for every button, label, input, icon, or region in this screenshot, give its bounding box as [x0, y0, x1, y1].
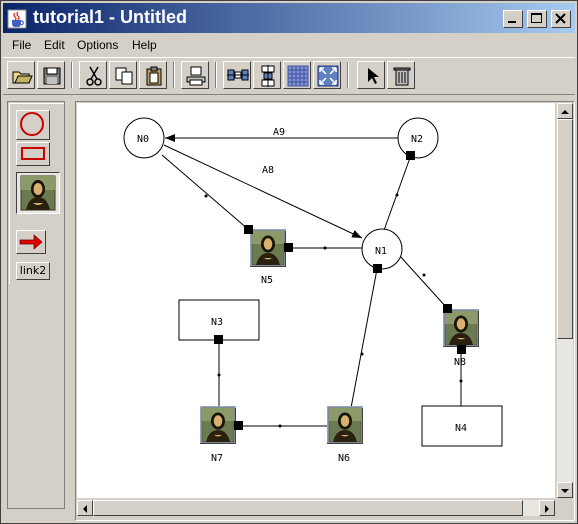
link-tool[interactable]: [16, 230, 46, 254]
fit-button[interactable]: [313, 61, 341, 89]
menu-bar: File Edit Options Help: [3, 35, 575, 55]
align-vertical-icon: [261, 65, 275, 87]
edge-n0-n1[interactable]: [163, 144, 363, 239]
graph-svg: A9 A8 N0 N2 N1: [123, 117, 503, 464]
edge-n0-n5[interactable]: [161, 154, 250, 231]
toolbar: [3, 57, 575, 95]
print-button[interactable]: [181, 61, 209, 89]
toolbar-separator: [347, 62, 349, 88]
arrow-up-icon: [561, 110, 569, 114]
vertical-scrollbar[interactable]: [557, 103, 573, 498]
toolbar-separator: [71, 62, 73, 88]
scroll-corner: [557, 500, 573, 516]
circle-icon: [20, 112, 44, 136]
node-label-n1: N1: [375, 246, 387, 257]
node-label-n8: N8: [454, 357, 466, 368]
menu-options[interactable]: Options: [77, 38, 119, 52]
copy-button[interactable]: [109, 61, 137, 89]
print-icon: [186, 66, 206, 86]
delete-button[interactable]: [387, 61, 415, 89]
copy-icon: [115, 67, 133, 85]
toolbar-separator: [215, 62, 217, 88]
edge-label-a9: A9: [273, 127, 285, 138]
cut-button[interactable]: [79, 61, 107, 89]
palette-panel: link2: [9, 103, 64, 284]
scroll-up-button[interactable]: [557, 103, 573, 119]
edge-n1-n8[interactable]: [398, 254, 448, 309]
vertical-scroll-thumb[interactable]: [557, 119, 573, 339]
node-label-n6: N6: [338, 453, 350, 464]
circle-node-tool[interactable]: [16, 110, 50, 140]
scroll-down-button[interactable]: [557, 482, 573, 498]
node-n4[interactable]: N4: [421, 405, 503, 447]
node-n0[interactable]: N0: [123, 117, 165, 159]
link2-label[interactable]: link2: [16, 262, 50, 280]
red-arrow-icon: [19, 234, 43, 250]
align-vertical-button[interactable]: [253, 61, 281, 89]
edge-n1-n6[interactable]: [350, 268, 378, 409]
open-icon: [12, 71, 33, 84]
node-label-n0: N0: [137, 134, 149, 145]
maximize-button[interactable]: [527, 10, 547, 28]
node-label-n3: N3: [211, 317, 223, 328]
node-palette: link2: [7, 101, 65, 509]
node-label-n2: N2: [411, 134, 423, 145]
node-n6[interactable]: N6: [327, 406, 363, 464]
node-n2[interactable]: N2: [397, 117, 439, 160]
toolbar-separator: [173, 62, 175, 88]
save-button[interactable]: [37, 61, 65, 89]
node-n1[interactable]: N1: [361, 228, 403, 273]
cut-icon: [86, 66, 102, 86]
window-title: tutorial1 - Untitled: [33, 7, 187, 27]
save-icon: [43, 67, 61, 85]
image-node-tool[interactable]: [16, 172, 60, 214]
arrow-left-icon: [83, 505, 87, 513]
menu-help[interactable]: Help: [132, 38, 157, 52]
node-n7[interactable]: N7: [200, 406, 243, 464]
grid-icon: [287, 65, 309, 87]
paste-icon: [146, 66, 162, 86]
rect-node-tool[interactable]: [16, 142, 50, 166]
select-arrow-icon: [368, 68, 379, 84]
grid-button[interactable]: [283, 61, 311, 89]
scroll-right-button[interactable]: [539, 500, 555, 516]
fit-icon: [317, 65, 339, 87]
graph-canvas[interactable]: A9 A8 N0 N2 N1: [77, 103, 555, 498]
horizontal-scrollbar[interactable]: [77, 500, 555, 516]
close-button[interactable]: [551, 10, 571, 28]
node-label-n4: N4: [455, 423, 467, 434]
node-label-n7: N7: [211, 453, 223, 464]
edge-label-a8: A8: [262, 165, 274, 176]
select-button[interactable]: [357, 61, 385, 89]
paste-button[interactable]: [139, 61, 167, 89]
node-n8[interactable]: N8: [443, 304, 479, 368]
horizontal-scroll-thumb[interactable]: [93, 500, 523, 516]
arrow-right-icon: [545, 505, 549, 513]
rectangle-icon: [21, 147, 45, 160]
title-bar[interactable]: tutorial1 - Untitled: [3, 3, 575, 33]
node-n3[interactable]: N3: [178, 299, 260, 344]
menu-file[interactable]: File: [12, 38, 32, 52]
java-cup-icon: [7, 9, 27, 29]
arrow-down-icon: [561, 489, 569, 493]
edge-midpoints: [204, 193, 463, 428]
edges: [161, 134, 462, 427]
minimize-button[interactable]: [503, 10, 523, 28]
menu-edit[interactable]: Edit: [44, 38, 65, 52]
scroll-left-button[interactable]: [77, 500, 93, 516]
node-n5[interactable]: N5: [244, 225, 293, 286]
align-horizontal-button[interactable]: [223, 61, 251, 89]
node-label-n5: N5: [261, 275, 273, 286]
close-icon: [555, 13, 566, 24]
maximize-icon: [531, 13, 542, 23]
align-horizontal-icon: [227, 69, 249, 81]
minimize-icon: [508, 21, 516, 23]
mona-lisa-icon: [20, 175, 56, 211]
canvas-frame: [75, 101, 575, 521]
open-button[interactable]: [7, 61, 35, 89]
delete-icon: [393, 67, 411, 86]
